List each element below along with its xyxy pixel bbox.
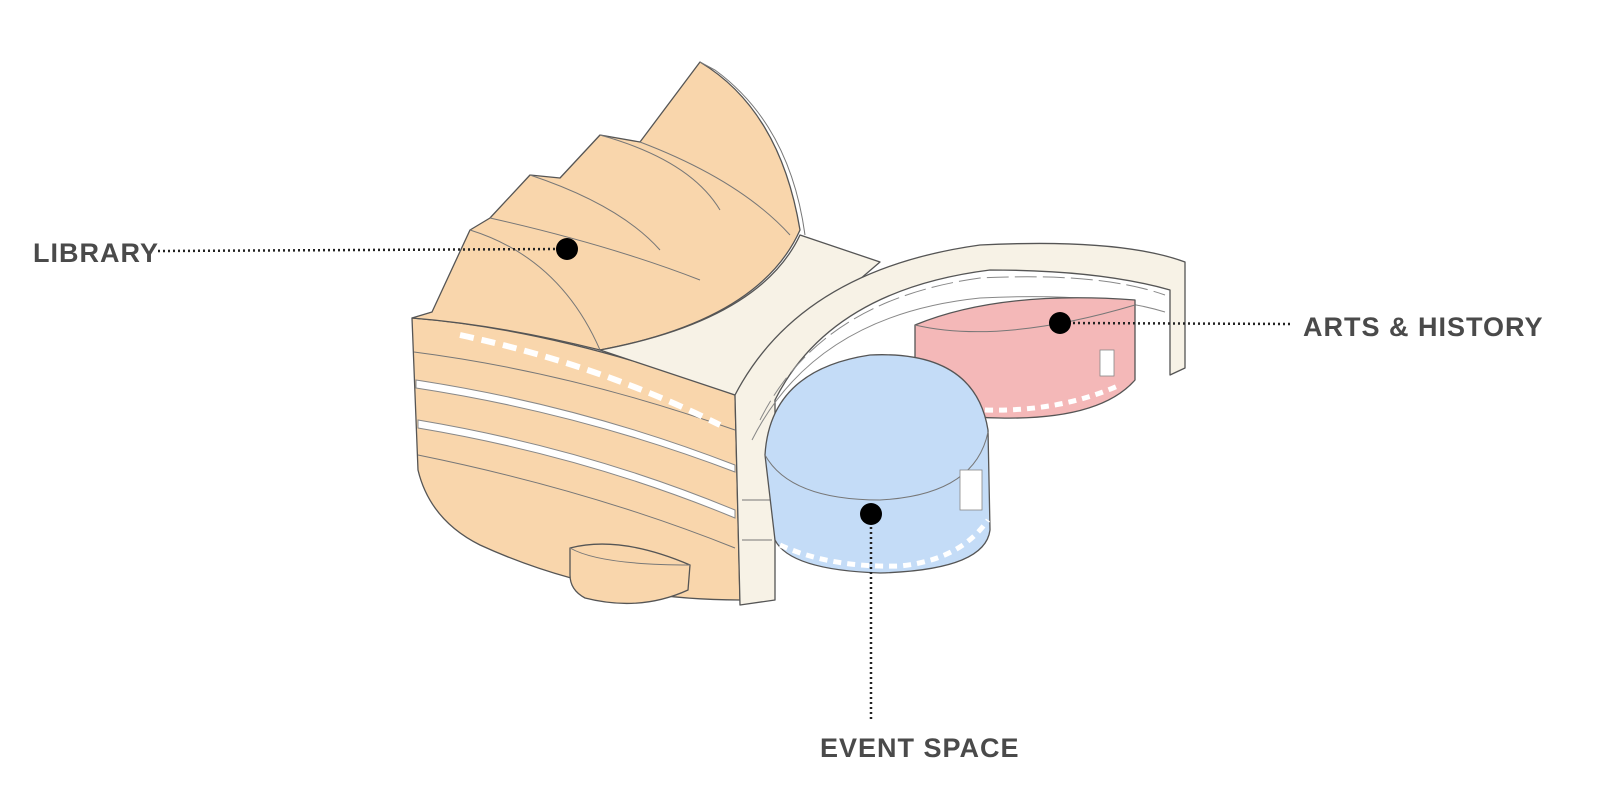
event-space-volume	[764, 354, 991, 574]
label-arts-history-group: ARTS & HISTORY	[1049, 312, 1544, 342]
event-space-marker-dot	[860, 503, 882, 525]
library-leader-line	[157, 247, 561, 253]
event-space-label: EVENT SPACE	[820, 733, 1020, 763]
arts-history-marker-dot	[1049, 312, 1071, 334]
arts-history-leader-line	[1067, 321, 1291, 326]
label-library-group: LIBRARY	[33, 238, 578, 268]
label-event-space-group: EVENT SPACE	[820, 503, 1020, 763]
library-label: LIBRARY	[33, 238, 159, 268]
library-marker-dot	[556, 238, 578, 260]
library-volume	[411, 61, 806, 605]
arts-history-label: ARTS & HISTORY	[1303, 312, 1544, 342]
